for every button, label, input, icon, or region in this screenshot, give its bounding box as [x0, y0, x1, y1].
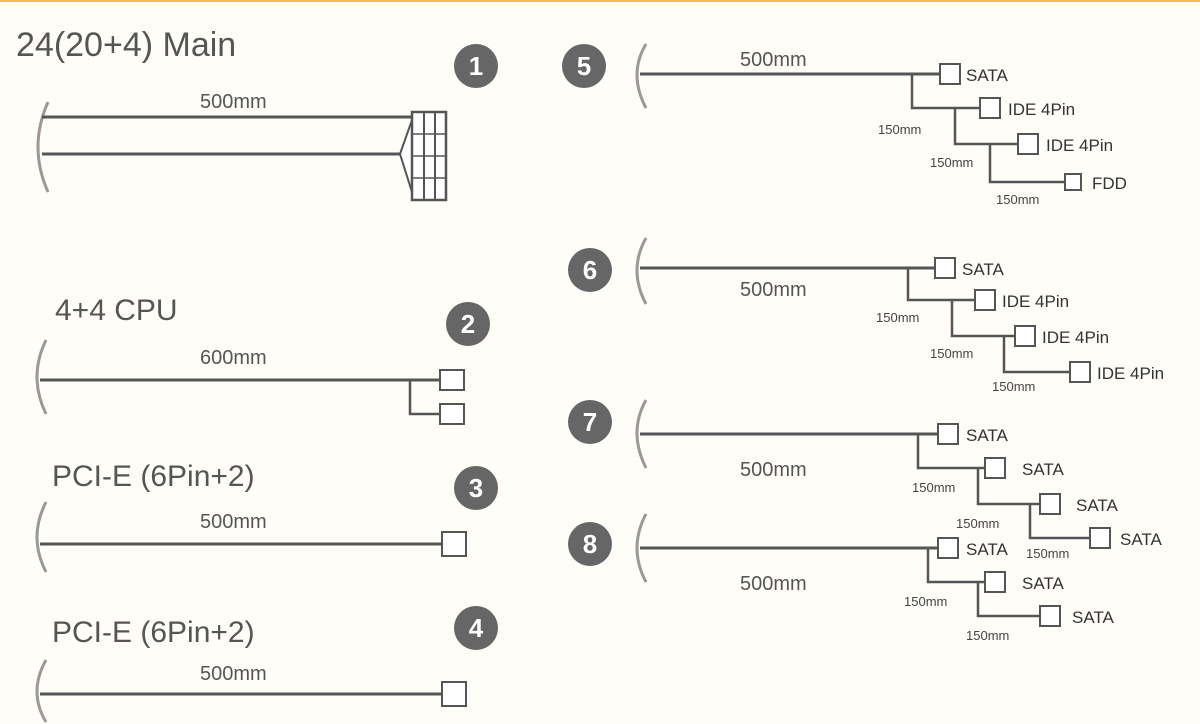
cable-6-connector-1: [934, 257, 956, 279]
cable-7-segment-3: 150mm: [1026, 546, 1069, 561]
cable-7-segment-2: 150mm: [956, 516, 999, 531]
cable-1-length: 500mm: [200, 91, 267, 113]
cable-7-connector-1-label: SATA: [966, 426, 1009, 445]
cable-6-connector-4-label: IDE 4Pin: [1097, 364, 1164, 383]
cable-8-connector-3-label: SATA: [1072, 608, 1115, 627]
cable-6: 6 500mm SATA IDE 4Pin IDE 4Pin IDE 4Pin …: [568, 237, 1164, 394]
cable-5: 5 500mm SATA IDE 4Pin IDE 4Pin FDD 150mm…: [562, 43, 1127, 207]
badge-4: 4: [454, 606, 498, 650]
cable-3-cut-mark: [35, 501, 48, 573]
badge-1-number: 1: [469, 51, 483, 81]
cable-4-length: 500mm: [200, 663, 267, 685]
cpu-4pin-connector-b: [439, 403, 465, 425]
cable-8-connector-1: [937, 537, 959, 559]
cable-5-connector-4: [1064, 173, 1082, 191]
cable-6-length: 500mm: [740, 279, 807, 301]
cable-6-connector-2-label: IDE 4Pin: [1002, 292, 1069, 311]
badge-2: 2: [446, 302, 490, 346]
badge-8-number: 8: [583, 529, 597, 559]
cable-7-cut-mark: [635, 399, 648, 469]
cable-7-length: 500mm: [740, 459, 807, 481]
cable-7-connector-4: [1089, 527, 1111, 549]
cpu-4pin-connector-a: [439, 369, 465, 391]
badge-3: 3: [454, 466, 498, 510]
cable-1-cut-mark: [36, 101, 50, 193]
cable-5-connector-2-label: IDE 4Pin: [1008, 100, 1075, 119]
cable-5-connector-1: [939, 63, 961, 85]
cable-8-segment-1: 150mm: [904, 594, 947, 609]
cable-6-connector-3-label: IDE 4Pin: [1042, 328, 1109, 347]
cable-4-title: PCI-E (6Pin+2): [52, 616, 255, 649]
badge-8: 8: [568, 522, 612, 566]
cable-8-connector-2-label: SATA: [1022, 574, 1065, 593]
badge-5: 5: [562, 44, 606, 88]
pcie-connector-4: [441, 681, 467, 707]
cable-2-cut-mark: [35, 339, 48, 415]
cable-7-connector-1: [937, 423, 959, 445]
cable-3: PCI-E (6Pin+2) 3 500mm: [35, 460, 498, 573]
cable-7-connector-2-label: SATA: [1022, 460, 1065, 479]
cable-5-cut-mark: [635, 43, 648, 109]
cable-8-cut-mark: [635, 513, 648, 583]
pcie-connector-3: [441, 531, 467, 557]
cable-6-segment-3: 150mm: [992, 379, 1035, 394]
cable-7-connector-3: [1039, 493, 1061, 515]
cable-1: 24(20+4) Main 1 500mm: [16, 26, 498, 202]
badge-4-number: 4: [469, 613, 484, 643]
cable-6-connector-3: [1014, 325, 1036, 347]
badge-1: 1: [454, 44, 498, 88]
badge-7-number: 7: [583, 407, 597, 437]
cable-2: 4+4 CPU 2 600mm: [35, 294, 490, 425]
cable-5-segment-2: 150mm: [930, 155, 973, 170]
cable-8-connector-1-label: SATA: [966, 540, 1009, 559]
badge-2-number: 2: [461, 309, 475, 339]
cable-8-connector-3: [1039, 605, 1061, 627]
cable-6-segment-2: 150mm: [930, 346, 973, 361]
cable-2-length: 600mm: [200, 347, 267, 369]
cable-4-cut-mark: [35, 659, 48, 723]
cable-7-connector-3-label: SATA: [1076, 496, 1119, 515]
cable-3-title: PCI-E (6Pin+2): [52, 460, 255, 493]
cable-5-length: 500mm: [740, 49, 807, 71]
cable-6-connector-4: [1069, 361, 1091, 383]
cable-5-connector-3: [1017, 133, 1039, 155]
badge-6: 6: [568, 248, 612, 292]
cable-8: 8 500mm SATA SATA SATA 150mm 150mm: [568, 513, 1115, 643]
badge-5-number: 5: [577, 51, 591, 81]
atx-24pin-connector: [398, 110, 448, 202]
cable-5-connector-1-label: SATA: [966, 66, 1009, 85]
cable-4: PCI-E (6Pin+2) 4 500mm: [35, 606, 498, 723]
cable-7: 7 500mm SATA SATA SATA SATA 150mm 150mm …: [568, 399, 1163, 561]
cable-3-length: 500mm: [200, 511, 267, 533]
cable-7-connector-2: [984, 457, 1006, 479]
cable-8-length: 500mm: [740, 573, 807, 595]
cable-2-title: 4+4 CPU: [55, 294, 178, 327]
cable-6-segment-1: 150mm: [876, 310, 919, 325]
cable-8-segment-2: 150mm: [966, 628, 1009, 643]
badge-1-circle: [454, 44, 498, 88]
badge-3-number: 3: [469, 473, 483, 503]
cable-8-connector-2: [984, 571, 1006, 593]
cable-6-cut-mark: [635, 237, 648, 305]
cable-5-connector-2: [979, 97, 1001, 119]
cable-5-connector-3-label: IDE 4Pin: [1046, 136, 1113, 155]
badge-6-number: 6: [583, 255, 597, 285]
cable-5-connector-4-label: FDD: [1092, 174, 1127, 193]
cable-6-connector-1-label: SATA: [962, 260, 1005, 279]
cable-1-title: 24(20+4) Main: [16, 26, 236, 64]
cable-6-connector-2: [974, 289, 996, 311]
cable-7-connector-4-label: SATA: [1120, 530, 1163, 549]
cable-5-segment-1: 150mm: [878, 122, 921, 137]
cable-5-segment-3: 150mm: [996, 192, 1039, 207]
badge-7: 7: [568, 400, 612, 444]
cable-7-segment-1: 150mm: [912, 480, 955, 495]
